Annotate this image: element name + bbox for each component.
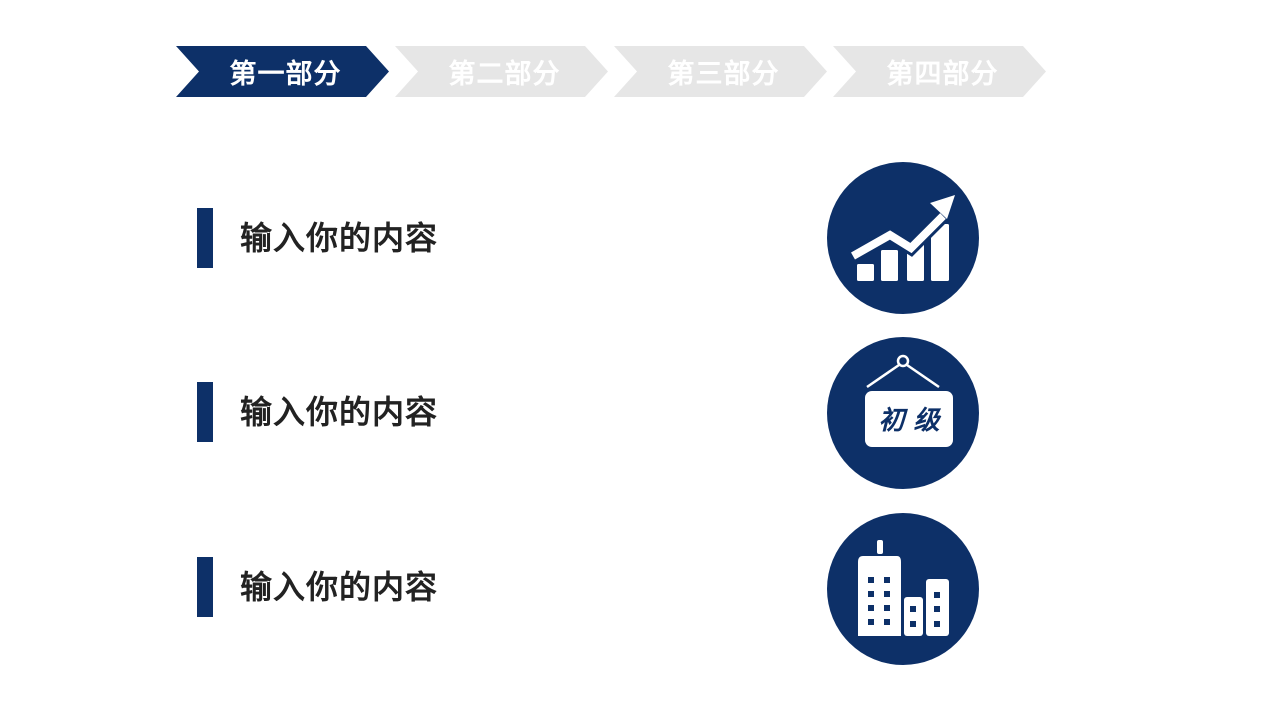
buildings-icon [827, 513, 979, 665]
step-4-label: 第四部分 [886, 59, 999, 90]
step-1-label: 第一部分 [229, 59, 342, 90]
row-2-accent-bar [197, 382, 213, 442]
step-2-label: 第二部分 [448, 59, 561, 90]
step-1-tab[interactable]: 第一部分 [176, 46, 389, 97]
step-4-tab[interactable]: 第四部分 [833, 46, 1046, 97]
step-3-label: 第三部分 [667, 59, 780, 90]
hanging-sign-icon: 初 级 [827, 337, 979, 489]
step-3-tab[interactable]: 第三部分 [614, 46, 827, 97]
row-1-text[interactable]: 输入你的内容 [240, 219, 439, 257]
row-3-text[interactable]: 输入你的内容 [240, 568, 439, 606]
sign-text: 初 级 [878, 406, 941, 436]
step-2-tab[interactable]: 第二部分 [395, 46, 608, 97]
row-2-text[interactable]: 输入你的内容 [240, 393, 439, 431]
row-1-accent-bar [197, 208, 213, 268]
row-3-accent-bar [197, 557, 213, 617]
growth-chart-icon [827, 162, 979, 314]
